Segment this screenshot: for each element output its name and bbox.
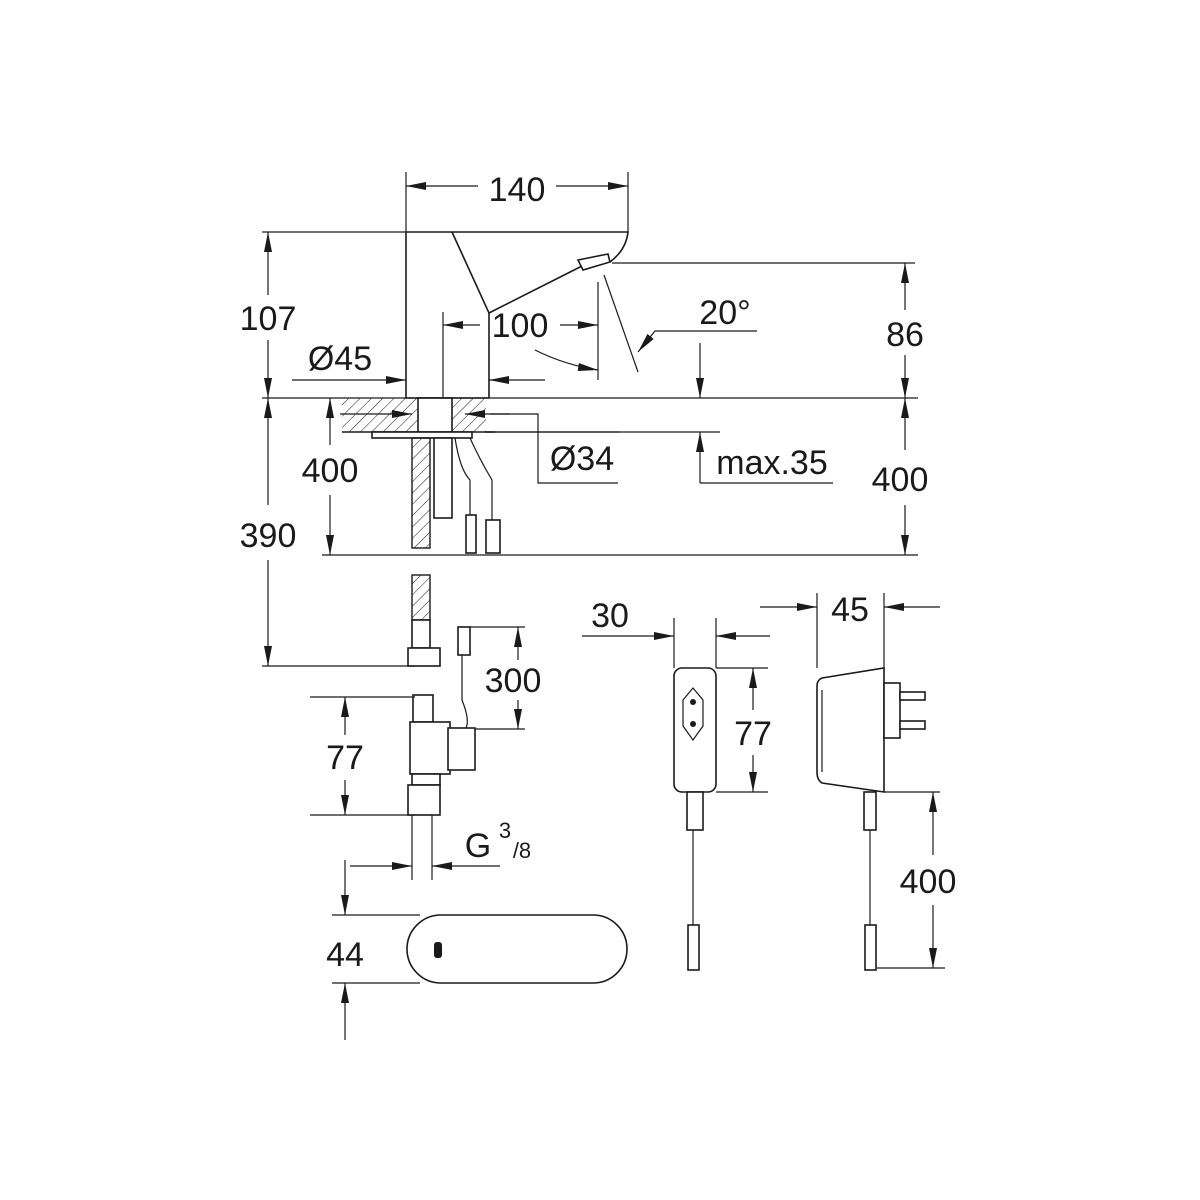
dim-100: 100 <box>492 307 549 345</box>
dim-107: 107 <box>240 300 297 338</box>
dim-max-35: max.35 <box>716 444 828 482</box>
dim-44: 44 <box>326 936 364 974</box>
dim-diameter-45: Ø45 <box>308 340 372 378</box>
countertop-section <box>342 397 501 554</box>
dim-140: 140 <box>489 171 546 209</box>
power-supply-side <box>816 667 926 971</box>
dim-86: 86 <box>886 316 924 354</box>
thread-numerator: 3 <box>499 818 511 843</box>
sensor-window <box>406 914 628 984</box>
dim-angle-20: 20° <box>699 294 750 332</box>
dimension-lines <box>262 172 945 1040</box>
thread-g: G <box>465 827 491 865</box>
dim-77-valve: 77 <box>326 739 364 777</box>
hose-and-valve <box>407 574 476 816</box>
dim-45: 45 <box>831 591 869 629</box>
dim-390: 390 <box>240 517 297 555</box>
dim-400-right: 400 <box>872 461 929 499</box>
power-supply-front <box>673 667 717 971</box>
thread-denominator: /8 <box>513 838 531 863</box>
dim-400-psu: 400 <box>900 863 957 901</box>
dim-300: 300 <box>485 662 542 700</box>
dim-30: 30 <box>591 597 629 635</box>
dim-77-psu: 77 <box>734 715 772 753</box>
dim-diameter-34: Ø34 <box>550 440 614 478</box>
dimension-labels: 140 107 86 100 Ø45 20° Ø34 max.35 400 40… <box>240 171 957 974</box>
dim-400-left: 400 <box>302 452 359 490</box>
